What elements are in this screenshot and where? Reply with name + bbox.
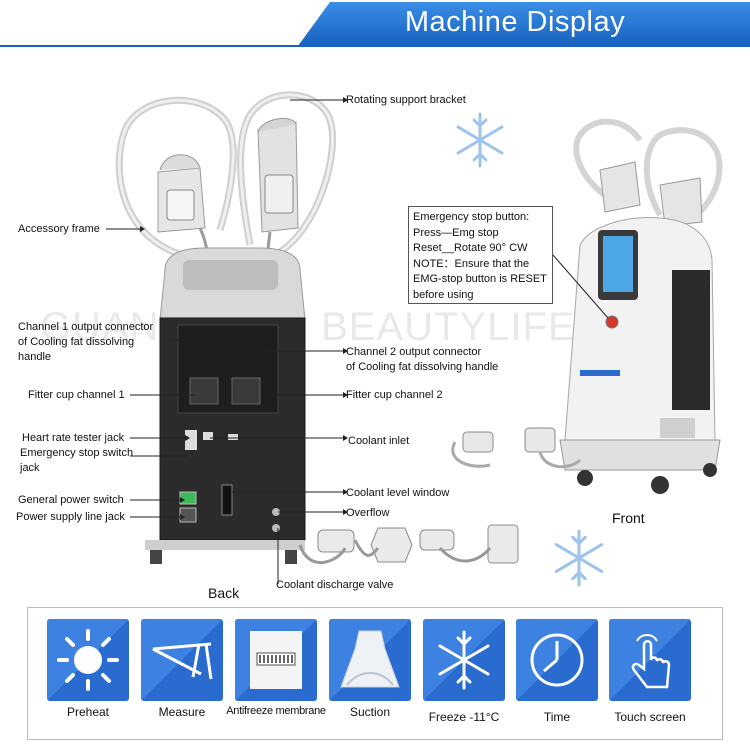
finger-touch-icon: [609, 619, 691, 701]
feature-label-preheat: Preheat: [66, 705, 110, 719]
membrane-icon: [235, 619, 317, 701]
machine-front-illustration: [451, 118, 723, 494]
sun-icon: [47, 619, 129, 701]
label-general-power: General power switch: [18, 494, 124, 506]
snowflake-icon: [423, 619, 505, 701]
note-line: before using: [413, 288, 474, 301]
label-channel1: Channel 1 output connector of Cooling fa…: [18, 320, 153, 365]
leader-lines: [106, 97, 348, 584]
feature-label-suction: Suction: [349, 705, 391, 719]
note-line: Press—Emg stop: [413, 226, 499, 239]
title-banner: [0, 2, 750, 47]
label-rotating-bracket: Rotating support bracket: [346, 94, 466, 106]
label-fitter-cup-2: Fitter cup channel 2: [346, 389, 443, 401]
label-overflow: Overflow: [346, 507, 390, 519]
emergency-note-box: Emergency stop button: Press—Emg stop Re…: [408, 206, 553, 304]
feature-label-antifreeze: Antifreeze membrane: [226, 705, 326, 717]
label-accessory-frame: Accessory frame: [18, 223, 100, 235]
label-emergency-stop-jack: Emergency stop switch jack: [20, 446, 133, 476]
feature-label-time: Time: [543, 710, 571, 724]
label-channel2-line1: Channel 2 output connector: [346, 346, 482, 358]
caption-back: Back: [208, 585, 240, 601]
label-emergency-line1: Emergency stop switch: [20, 447, 134, 459]
label-channel1-line3: handle: [18, 351, 52, 363]
label-discharge-valve: Coolant discharge valve: [276, 579, 394, 591]
feature-label-touch: Touch screen: [614, 710, 686, 724]
label-fitter-cup-1: Fitter cup channel 1: [28, 389, 125, 401]
label-channel2: Channel 2 output connector of Cooling fa…: [346, 345, 498, 375]
label-emergency-line2: jack: [20, 462, 40, 474]
note-line: Emergency stop button:: [413, 211, 530, 223]
machine-back-illustration: [115, 91, 519, 565]
label-channel1-line2: of Cooling fat dissolving: [18, 336, 135, 348]
label-channel1-line1: Channel 1 output connector: [18, 321, 154, 333]
caption-front: Front: [612, 510, 645, 526]
label-heart-rate-jack: Heart rate tester jack: [22, 432, 125, 444]
label-power-line-jack: Power supply line jack: [16, 511, 125, 523]
label-coolant-level: Coolant level window: [346, 487, 450, 499]
caliper-icon: [141, 619, 223, 701]
snowflake-decoration-icon: [554, 529, 604, 587]
label-channel2-line2: of Cooling fat dissolving handle: [346, 361, 499, 373]
watermark: GUANGZHOU BEAUTYLIFE: [40, 305, 576, 349]
snowflake-decoration-icon: [456, 112, 504, 168]
note-line: EMG-stop button is RESET: [413, 273, 547, 285]
note-line: Reset__Rotate 90° CW: [413, 242, 528, 254]
feature-label-measure: Measure: [158, 705, 206, 719]
feature-label-freeze: Freeze -11°C: [428, 710, 500, 724]
label-coolant-inlet: Coolant inlet: [348, 435, 410, 447]
note-leader-line: [552, 254, 609, 319]
suction-cup-icon: [329, 619, 411, 701]
note-line: NOTE：Ensure that the: [413, 257, 530, 270]
clock-icon: [516, 619, 598, 701]
page-title: Machine Display: [404, 6, 626, 38]
